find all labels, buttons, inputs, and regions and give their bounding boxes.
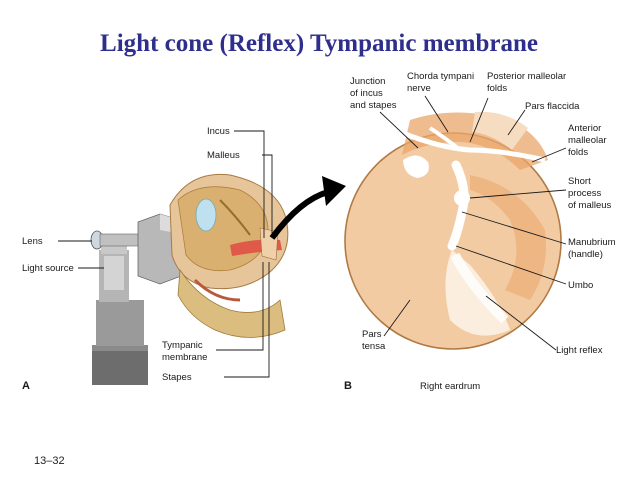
label-chorda-line2: nerve [407, 83, 431, 94]
label-junction-line1: Junction [350, 76, 385, 87]
label-pars-flaccida: Pars flaccida [525, 101, 580, 112]
label-posterior-line2: folds [487, 83, 507, 94]
label-umbo: Umbo [568, 280, 593, 291]
label-junction-line2: of incus [350, 88, 383, 99]
label-incus: Incus [207, 126, 230, 137]
label-junction-line3: and stapes [350, 100, 397, 111]
label-anterior-line3: folds [568, 147, 588, 158]
label-stapes: Stapes [162, 372, 192, 383]
label-light-reflex: Light reflex [556, 345, 603, 356]
label-malleus: Malleus [207, 150, 240, 161]
label-short-line3: of malleus [568, 200, 612, 211]
panel-a-letter: A [22, 380, 30, 392]
eardrum-illustration [344, 111, 562, 350]
label-manubrium-line2: (handle) [568, 249, 603, 260]
panel-b-leader-lines [379, 95, 567, 351]
magnify-arrow [269, 189, 329, 240]
slide-number: 13–32 [34, 455, 65, 467]
label-chorda-line1: Chorda tympani [407, 71, 474, 82]
panel-a-leader-lines [58, 130, 273, 378]
magnify-arrowhead [322, 176, 346, 206]
label-pars-tensa-line1: Pars [362, 329, 382, 340]
label-posterior-line1: Posterior malleolar [487, 71, 566, 82]
label-short-line2: process [568, 188, 602, 199]
label-short-line1: Short [568, 176, 591, 187]
label-anterior-line1: Anterior [568, 123, 601, 134]
label-tympanic-line1: Tympanic [162, 340, 203, 351]
label-anterior-line2: malleolar [568, 135, 607, 146]
label-lens: Lens [22, 236, 43, 247]
label-pars-tensa-line2: tensa [362, 341, 386, 352]
label-manubrium-line1: Manubrium [568, 237, 616, 248]
slide-title: Light cone (Reflex) Tympanic membrane [100, 30, 538, 57]
otoscope-illustration [90, 173, 289, 385]
label-tympanic-line2: membrane [162, 352, 207, 363]
panel-b-caption: Right eardrum [420, 381, 480, 392]
panel-b-letter: B [344, 380, 352, 392]
label-light-source: Light source [22, 263, 74, 274]
